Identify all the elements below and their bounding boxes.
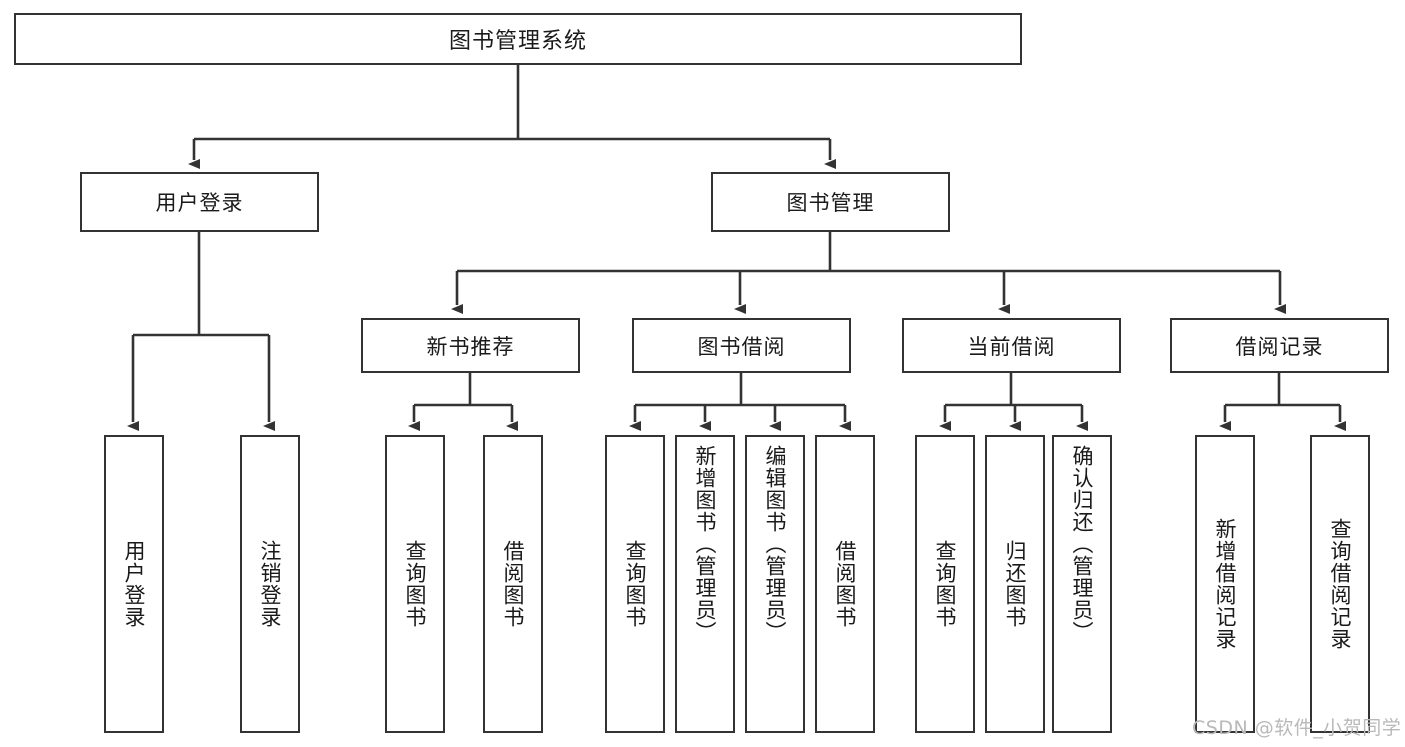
leaf-book-borrow-add-admin[interactable]: 新增图书（管理员） (675, 435, 735, 733)
leaf-book-borrow-borrow[interactable]: 借阅图书 (815, 435, 875, 733)
node-new-book-recommend[interactable]: 新书推荐 (361, 318, 580, 373)
leaf-user-login-login[interactable]: 用户登录 (104, 435, 164, 733)
leaf-current-borrow-confirm-admin[interactable]: 确认归还（管理员） (1052, 435, 1112, 733)
node-book-management[interactable]: 图书管理 (711, 172, 950, 232)
node-label: 新增借阅记录 (1213, 518, 1238, 650)
leaf-user-login-logout[interactable]: 注销登录 (240, 435, 300, 733)
leaf-book-borrow-query[interactable]: 查询图书 (605, 435, 665, 733)
leaf-new-book-query[interactable]: 查询图书 (385, 435, 445, 733)
leaf-current-borrow-return[interactable]: 归还图书 (985, 435, 1045, 733)
leaf-borrow-record-query[interactable]: 查询借阅记录 (1310, 435, 1370, 733)
node-label: 当前借阅 (967, 334, 1056, 359)
node-label: 查询图书 (403, 540, 428, 628)
node-label: 归还图书 (1003, 540, 1028, 628)
node-label: 注销登录 (258, 540, 283, 628)
node-label: 借阅图书 (833, 540, 858, 628)
node-book-borrow[interactable]: 图书借阅 (632, 318, 851, 373)
node-label: 借阅记录 (1235, 334, 1324, 359)
node-borrow-record[interactable]: 借阅记录 (1170, 318, 1389, 373)
node-label: 图书借阅 (697, 334, 786, 359)
node-current-borrow[interactable]: 当前借阅 (902, 318, 1121, 373)
leaf-book-borrow-edit-admin[interactable]: 编辑图书（管理员） (745, 435, 805, 733)
node-label: 查询图书 (623, 540, 648, 628)
node-label: 借阅图书 (501, 540, 526, 628)
leaf-current-borrow-query[interactable]: 查询图书 (915, 435, 975, 733)
node-label: 新书推荐 (426, 334, 515, 359)
node-root-book-management-system[interactable]: 图书管理系统 (14, 13, 1022, 65)
node-label: 新增图书（管理员） (693, 445, 718, 643)
node-label: 编辑图书（管理员） (763, 445, 788, 643)
node-label: 查询图书 (933, 540, 958, 628)
node-label: 用户登录 (155, 191, 244, 215)
leaf-new-book-borrow[interactable]: 借阅图书 (483, 435, 543, 733)
node-label: 图书管理系统 (448, 29, 587, 54)
node-label: 确认归还（管理员） (1070, 445, 1095, 643)
node-label: 图书管理 (786, 191, 875, 215)
node-user-login[interactable]: 用户登录 (80, 172, 319, 232)
node-label: 查询借阅记录 (1328, 518, 1353, 650)
leaf-borrow-record-add[interactable]: 新增借阅记录 (1195, 435, 1255, 733)
csdn-watermark: CSDN @软件_小贺同学 (1192, 717, 1402, 739)
node-label: 用户登录 (122, 540, 147, 628)
